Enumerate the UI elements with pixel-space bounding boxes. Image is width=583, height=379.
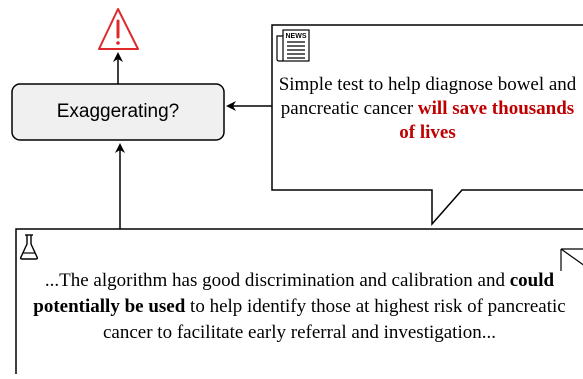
paper-excerpt-bold: could potentially be used	[33, 270, 555, 317]
warning-triangle-icon	[98, 8, 139, 50]
flask-icon	[19, 234, 39, 260]
newspaper-icon-label: NEWS	[286, 33, 307, 40]
news-headline-highlight: will save thousands of lives	[399, 98, 575, 143]
paper-excerpt-part-1: ...The algorithm has good discrimination…	[44, 270, 510, 291]
newspaper-icon: NEWS	[276, 29, 310, 62]
paper-excerpt-part-2: to help identify those at highest risk o…	[103, 296, 566, 343]
paper-folded-corner	[560, 248, 583, 271]
paper-document	[15, 228, 583, 379]
news-headline: Simple test to help diagnose bowel and p…	[272, 73, 583, 145]
news-callout	[271, 24, 583, 226]
news-headline-plain: Simple test to help diagnose bowel and p…	[278, 74, 577, 119]
paper-excerpt: ...The algorithm has good discrimination…	[16, 268, 583, 346]
exaggerating-box	[11, 83, 225, 141]
exaggerating-label: Exaggerating?	[56, 101, 180, 122]
